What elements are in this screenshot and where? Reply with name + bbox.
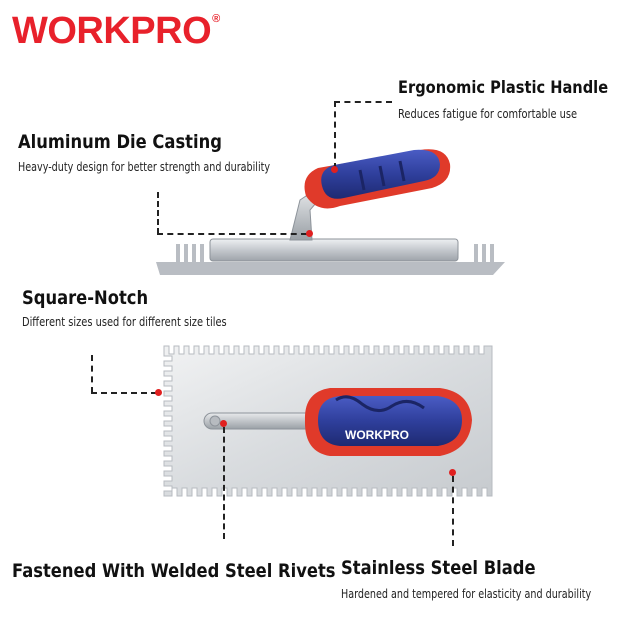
- casting-title: Aluminum Die Casting: [18, 131, 222, 153]
- rivets-title: Fastened With Welded Steel Rivets: [12, 560, 336, 582]
- handle-callout-dot: [331, 166, 338, 173]
- side-blade: [156, 262, 505, 275]
- notch-callout-dot: [155, 389, 162, 396]
- blade-callout-dot: [449, 469, 456, 476]
- notch-leader: [91, 392, 157, 394]
- brand-name: WORKPRO: [12, 10, 212, 52]
- notch-desc: Different sizes used for different size …: [22, 315, 227, 329]
- blade-desc: Hardened and tempered for elasticity and…: [341, 587, 592, 601]
- top-handle-blue: [318, 396, 462, 446]
- casting-callout-dot: [306, 230, 313, 237]
- trowel-top-view: [163, 345, 493, 497]
- blade-leader: [452, 476, 454, 546]
- blade-title: Stainless Steel Blade: [341, 557, 536, 579]
- casting-leader: [157, 233, 307, 235]
- registered-mark: ®: [212, 13, 220, 25]
- casting-leader-vertical: [157, 192, 159, 234]
- side-spine: [209, 238, 459, 262]
- notch-title: Square-Notch: [22, 287, 149, 309]
- handle-leader: [334, 101, 392, 103]
- rivet-head: [209, 415, 221, 427]
- trowel-side-view: [156, 149, 505, 275]
- handle-desc: Reduces fatigue for comfortable use: [398, 107, 578, 121]
- rivets-callout-dot: [220, 420, 227, 427]
- casting-desc: Heavy-duty design for better strength an…: [18, 160, 271, 174]
- handle-title: Ergonomic Plastic Handle: [398, 78, 609, 98]
- brand-logo: WORKPRO®: [12, 12, 220, 50]
- rivets-leader: [223, 427, 225, 539]
- side-teeth: [176, 244, 494, 264]
- notch-leader-vertical: [91, 355, 93, 393]
- handle-print: WORKPRO: [345, 428, 409, 442]
- handle-leader-vertical: [334, 101, 336, 169]
